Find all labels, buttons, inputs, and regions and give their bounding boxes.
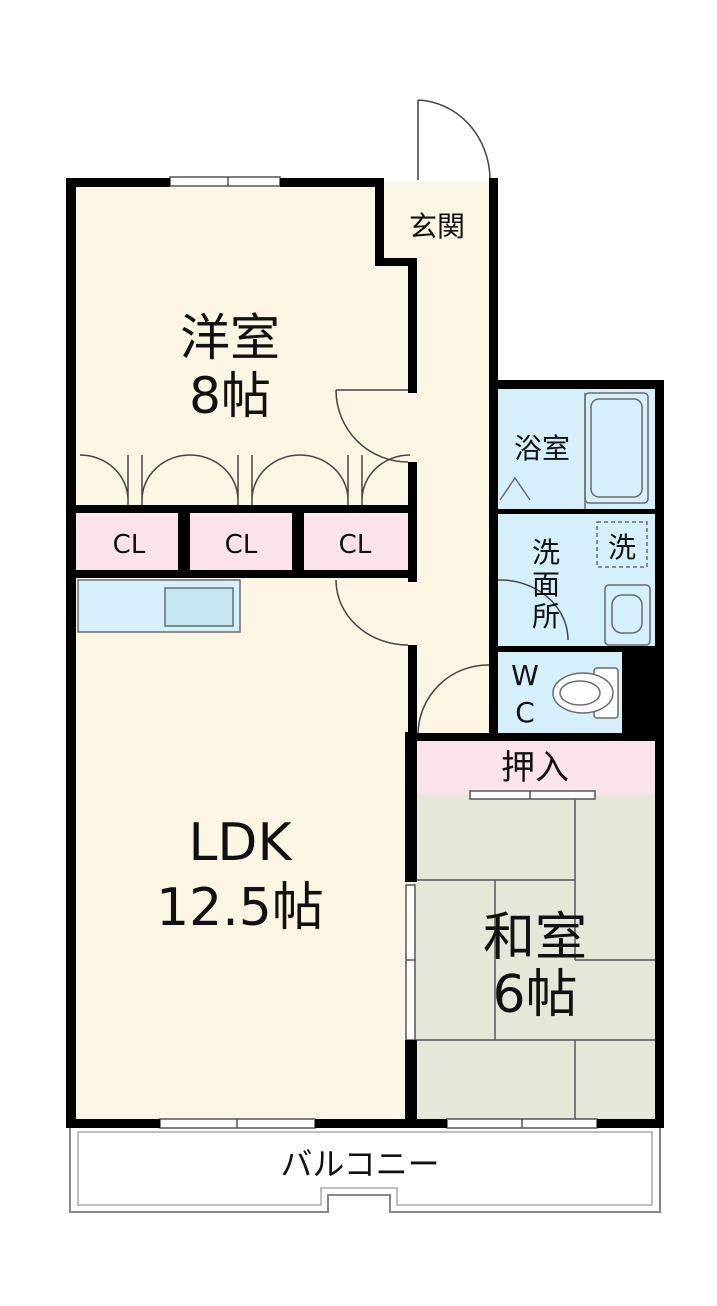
closet-label-1: CL: [113, 530, 146, 560]
balcony: [69, 1124, 661, 1213]
western-room-name: 洋室: [180, 309, 280, 367]
wc-char-c: C: [515, 696, 535, 729]
balcony-name: バルコニー: [280, 1145, 439, 1183]
oshiire-name: 押入: [501, 748, 569, 788]
wc-char-w: W: [511, 659, 539, 692]
ldk-floor: [73, 575, 413, 1123]
washroom-char-1: 洗: [532, 536, 560, 569]
closet-label-3: CL: [339, 530, 372, 560]
western-room-floor: [73, 182, 413, 512]
entrance-name: 玄関: [409, 210, 465, 243]
ldk-size: 12.5帖: [156, 878, 324, 938]
bathtub: [499, 392, 649, 510]
toilet: [552, 667, 619, 719]
closet-row-floor: [73, 512, 413, 575]
walls: [66, 178, 664, 1128]
door-swings: [79, 99, 569, 736]
oshiire-floor: [413, 740, 658, 795]
washer-place: [596, 521, 648, 568]
kitchen-counter: [77, 579, 241, 633]
washroom-char-3: 所: [532, 600, 560, 633]
washer-mark: 洗: [608, 531, 636, 564]
western-room-size: 8帖: [189, 367, 271, 425]
entrance-floor: [378, 182, 495, 262]
ldk-name: LDK: [188, 813, 293, 873]
wash-basin: [604, 584, 651, 646]
corridor-floor: [413, 182, 495, 742]
bath-name: 浴室: [514, 432, 570, 465]
tatami-lines: [413, 795, 658, 1123]
japanese-room-floor: [413, 795, 658, 1123]
washroom-char-2: 面: [532, 568, 560, 601]
japanese-room-name: 和室: [483, 908, 587, 968]
japanese-room-size: 6帖: [492, 965, 577, 1025]
closet-label-2: CL: [225, 530, 258, 560]
